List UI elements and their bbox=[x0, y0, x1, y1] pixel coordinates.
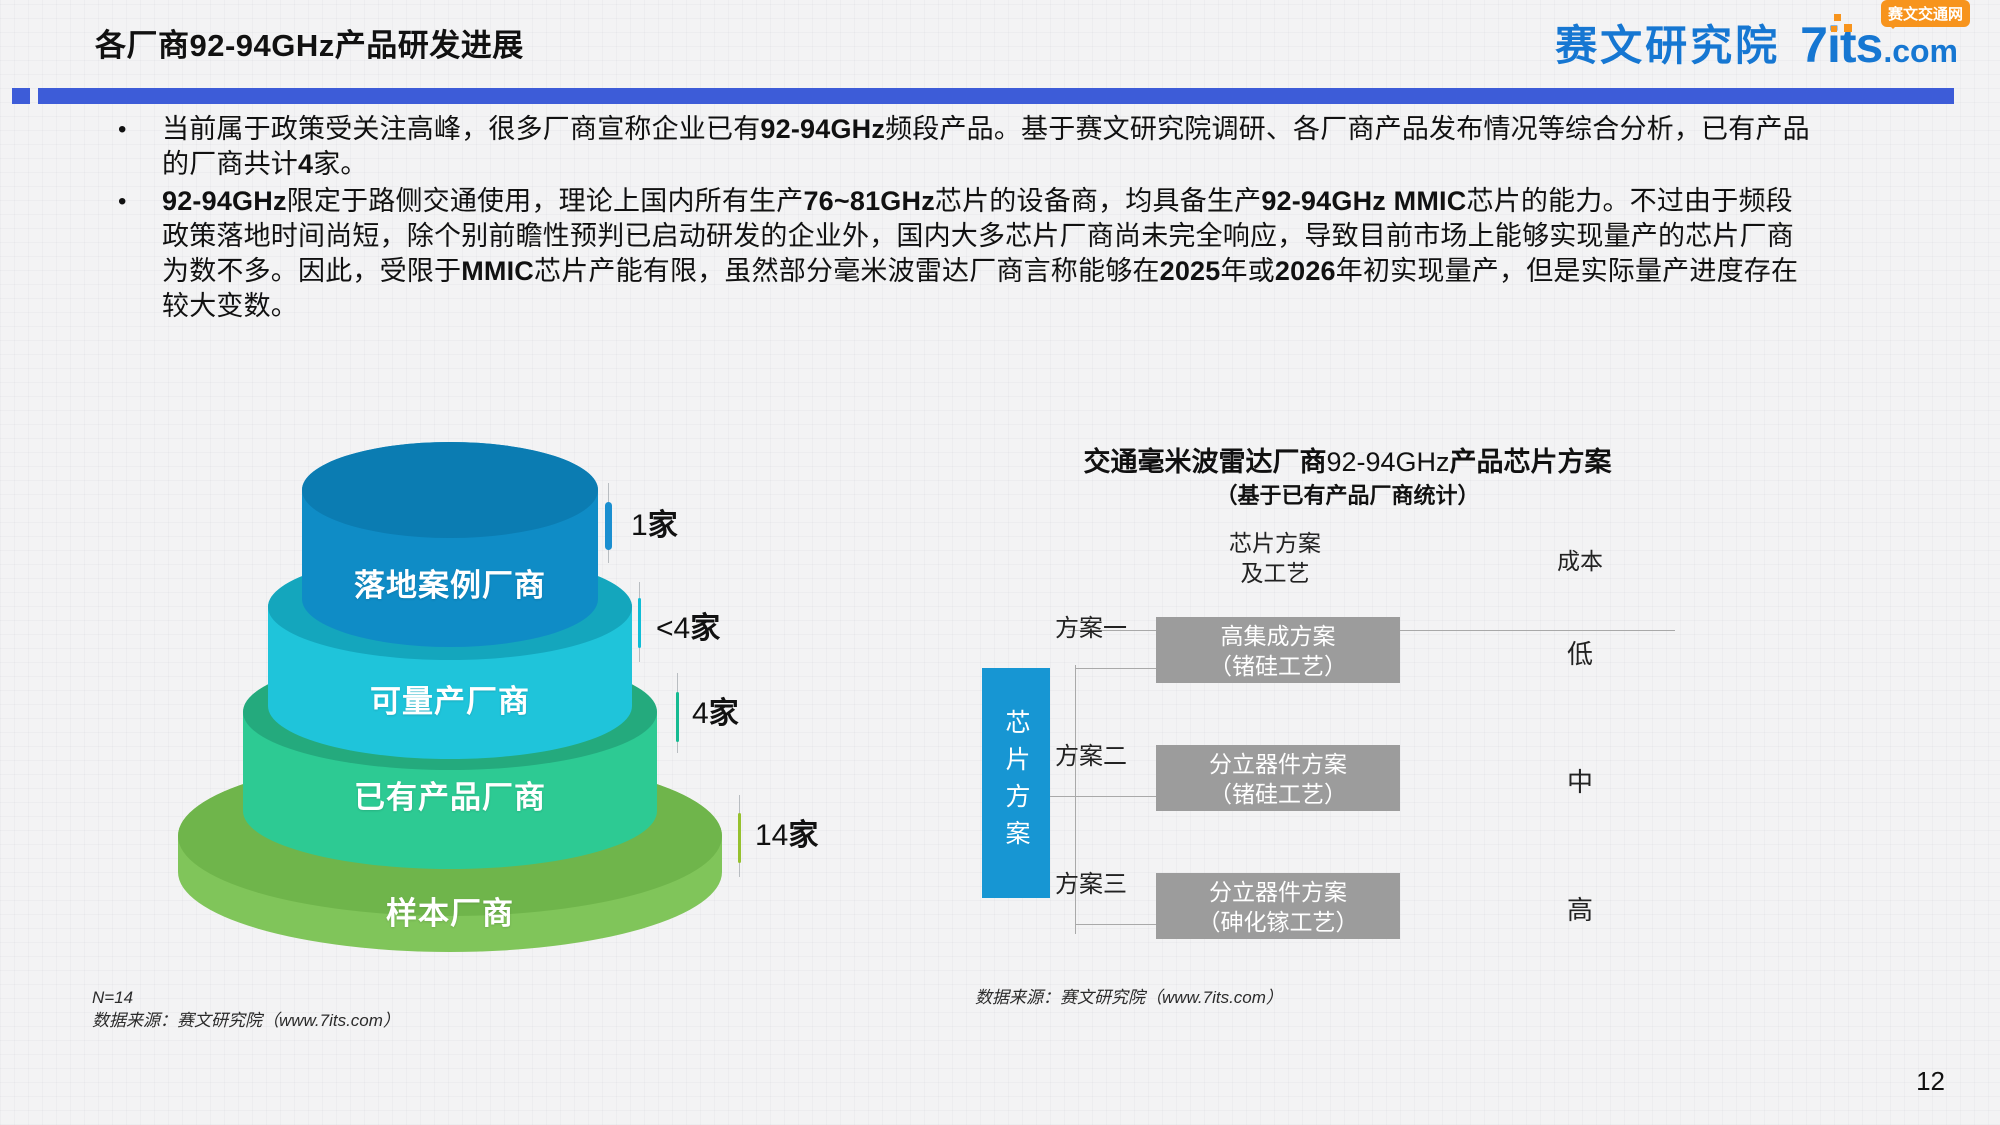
tier-count: 14家 bbox=[755, 810, 818, 854]
solution-process: （砷化镓工艺） bbox=[1197, 909, 1359, 935]
brand-logos: 赛文研究院 7its .com 赛文交通网 bbox=[1555, 0, 1970, 73]
text-run: 频段产品。基于赛文研究院调研、各厂商产品发布情况等综合分析，已有产品的厂商共计 bbox=[162, 114, 1810, 179]
institute-logo: 赛文研究院 bbox=[1555, 21, 1781, 69]
cost-value: 高 bbox=[1566, 895, 1593, 925]
tier-label: 落地案例厂商 bbox=[354, 568, 546, 603]
text-run: 当前属于政策受关注高峰，很多厂商宣称企业已有 bbox=[162, 114, 761, 144]
sample-size: N=14 bbox=[92, 988, 134, 1007]
column-header-cost: 成本 bbox=[1557, 548, 1603, 574]
connector-line bbox=[1075, 665, 1076, 934]
bullet-list: •当前属于政策受关注高峰，很多厂商宣称企业已有92-94GHz频段产品。基于赛文… bbox=[118, 112, 1818, 326]
text-run: 芯片产能有限，虽然部分毫米波雷达厂商言称能够在 bbox=[534, 256, 1160, 286]
scheme-label: 方案一 bbox=[1055, 615, 1127, 642]
tier-label: 已有产品厂商 bbox=[354, 780, 546, 815]
count-unit: 家 bbox=[788, 819, 819, 852]
cost-value: 低 bbox=[1566, 639, 1593, 669]
count-number: 1 bbox=[631, 509, 648, 542]
tick-segment bbox=[676, 692, 679, 742]
column-header-solution: 芯片方案 及工艺 bbox=[1190, 528, 1360, 588]
text-run: 年初实现量产，但是实际量产进度存在较大变数。 bbox=[162, 256, 1799, 321]
bullet-text: 92-94GHz限定于路侧交通使用，理论上国内所有生产76~81GHz芯片的设备… bbox=[162, 184, 1818, 324]
connector-line bbox=[1075, 668, 1156, 669]
solution-box: 分立器件方案 （锗硅工艺） bbox=[1156, 745, 1400, 811]
bullet-item: • 92-94GHz限定于路侧交通使用，理论上国内所有生产76~81GHz芯片的设… bbox=[118, 184, 1818, 324]
text-run: 2026 bbox=[1274, 256, 1336, 286]
text-run: 4 bbox=[298, 149, 314, 179]
count-unit: 家 bbox=[708, 697, 739, 730]
axis-box-chip-solution: 芯片方案 bbox=[982, 668, 1050, 898]
text-run: 芯片的设备商，均具备生产 bbox=[934, 186, 1262, 216]
scheme-label: 方案二 bbox=[1055, 743, 1127, 770]
logo-pixel-dot bbox=[1834, 14, 1842, 21]
tier-label: 可量产厂商 bbox=[370, 684, 530, 719]
solution-name: 分立器件方案 bbox=[1209, 751, 1347, 777]
column-header-solution-line2: 及工艺 bbox=[1240, 560, 1310, 586]
text-run: 2025 bbox=[1159, 256, 1221, 286]
text-run: 年或 bbox=[1220, 256, 1275, 286]
solution-name: 高集成方案 bbox=[1220, 623, 1336, 649]
text-run: 92-94GHz bbox=[162, 186, 287, 216]
text-run: 交通毫米波雷达厂商 bbox=[1083, 447, 1327, 477]
text-run: 92-94GHz MMIC bbox=[1261, 186, 1467, 216]
7its-logo: 7its .com 赛文交通网 bbox=[1800, 0, 1970, 73]
solution-box: 分立器件方案 （砷化镓工艺） bbox=[1156, 873, 1400, 939]
solution-name: 分立器件方案 bbox=[1209, 879, 1347, 905]
bullet-item: • 当前属于政策受关注高峰，很多厂商宣称企业已有92-94GHz频段产品。基于赛文… bbox=[118, 112, 1818, 182]
accent-square bbox=[12, 88, 30, 104]
bullet-text: 当前属于政策受关注高峰，很多厂商宣称企业已有92-94GHz频段产品。基于赛文研… bbox=[162, 112, 1818, 182]
tick-segment bbox=[738, 813, 741, 863]
page-number: 12 bbox=[1916, 1066, 1945, 1096]
text-run: 76~81GHz bbox=[803, 186, 935, 216]
source-note-right: 数据来源：赛文研究院（www.7its.com） bbox=[975, 988, 1283, 1007]
text-run: MMIC bbox=[461, 256, 534, 286]
text-run: 家。 bbox=[313, 149, 368, 179]
diagram-title: 交通毫米波雷达厂商92-94GHz产品芯片方案 bbox=[960, 440, 1735, 479]
connector-line bbox=[1075, 924, 1156, 925]
connector-line bbox=[1050, 796, 1156, 797]
tick-segment bbox=[638, 598, 641, 648]
chip-solution-diagram: 交通毫米波雷达厂商92-94GHz产品芯片方案 （基于已有产品厂商统计） 芯片方… bbox=[960, 440, 1735, 1020]
accent-divider-bar bbox=[38, 88, 1954, 104]
solution-process: （锗硅工艺） bbox=[1209, 653, 1347, 679]
bullet-marker: • bbox=[118, 188, 127, 215]
text-run: 92-94GHz bbox=[1326, 447, 1450, 477]
logo-7its-text: 7its bbox=[1800, 17, 1883, 73]
page-title: 各厂商92-94GHz产品研发进展 bbox=[95, 28, 524, 63]
logo-pixel-dot bbox=[1844, 24, 1853, 32]
solution-box: 高集成方案 （锗硅工艺） bbox=[1156, 617, 1400, 683]
tick-segment bbox=[605, 502, 612, 550]
text-run: 芯片的能力。不过由于频段政策落地时间尚短，除个别前瞻性预判已启动研发的企业外，国… bbox=[162, 186, 1794, 286]
axis-box-label: 芯片方案 bbox=[1002, 709, 1030, 857]
text-run: 限定于路侧交通使用，理论上国内所有生产 bbox=[286, 186, 804, 216]
count-number: <4 bbox=[656, 612, 691, 645]
logo-badge: 赛文交通网 bbox=[1880, 0, 1970, 29]
solution-process: （锗硅工艺） bbox=[1209, 781, 1347, 807]
pyramid-tier: 落地案例厂商 bbox=[302, 442, 598, 647]
tier-count: 4家 bbox=[692, 688, 739, 732]
source-note-left: N=14 数据来源：赛文研究院（www.7its.com） bbox=[92, 986, 400, 1032]
diagram-subtitle: （基于已有产品厂商统计） bbox=[1215, 483, 1480, 508]
count-unit: 家 bbox=[647, 509, 678, 542]
count-number: 14 bbox=[755, 819, 789, 852]
scheme-label: 方案三 bbox=[1055, 871, 1127, 898]
tier-count: 1家 bbox=[631, 500, 678, 544]
column-header-solution-line1: 芯片方案 bbox=[1229, 530, 1321, 556]
logo-dotcom-text: .com bbox=[1883, 32, 1958, 69]
bullet-marker: • bbox=[118, 116, 127, 143]
logo-pixel-dot bbox=[1831, 26, 1838, 32]
count-unit: 家 bbox=[690, 612, 721, 645]
tier-count: <4家 bbox=[656, 603, 720, 647]
tier-label: 样本厂商 bbox=[386, 896, 514, 931]
tier-cylinder-top bbox=[302, 442, 598, 538]
text-run: 92-94GHz bbox=[760, 114, 886, 144]
text-run: 产品芯片方案 bbox=[1449, 447, 1612, 477]
data-source: 数据来源：赛文研究院（www.7its.com） bbox=[92, 1011, 400, 1030]
count-number: 4 bbox=[692, 697, 709, 730]
cost-value: 中 bbox=[1566, 767, 1593, 797]
